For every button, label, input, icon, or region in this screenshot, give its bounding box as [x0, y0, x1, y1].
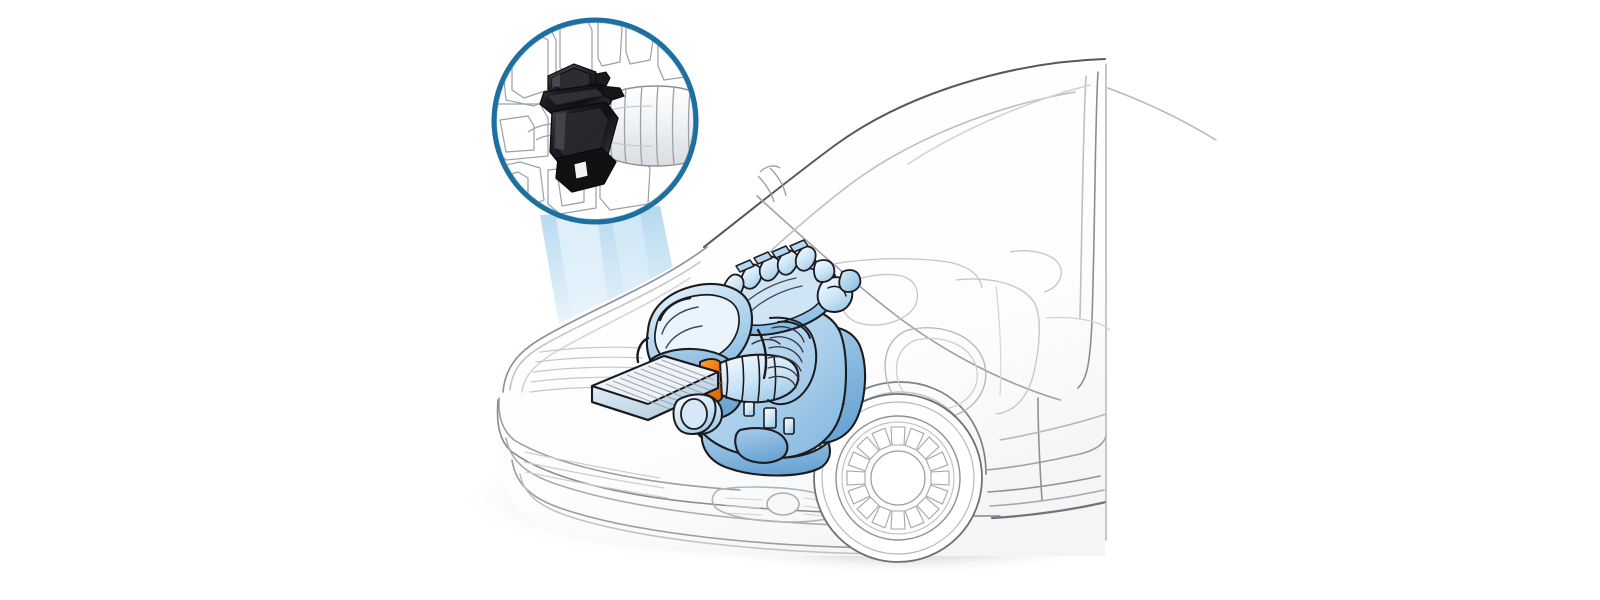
front-seat	[955, 278, 1040, 415]
wheel-spokes	[846, 426, 950, 530]
callout-ring	[491, 17, 699, 225]
body-char-line	[999, 413, 1107, 441]
a-pillar-inner	[1079, 75, 1087, 319]
callout-contents	[494, 20, 696, 222]
engine-sensors	[743, 401, 795, 435]
hose-ribs	[725, 354, 777, 402]
roof-inner-seam	[907, 84, 1091, 165]
door-seam	[1037, 397, 1043, 501]
rocker-shadow	[990, 500, 1108, 520]
a-pillar	[1077, 71, 1099, 389]
belt-ribs	[767, 326, 805, 389]
air-cleaner-box	[590, 354, 720, 422]
serpentine-belt	[767, 316, 818, 406]
hood-front-edge	[498, 397, 741, 491]
windshield	[751, 91, 1076, 269]
mass-air-flow-sensor-callout[interactable]	[490, 16, 710, 228]
airbox-fins	[605, 359, 717, 411]
hood-crease-1	[509, 261, 701, 391]
lower-grille	[523, 451, 669, 499]
manifold-seam	[661, 306, 703, 349]
roof-line	[703, 58, 1106, 248]
coil-connectors	[735, 239, 809, 273]
rocker-panel	[989, 489, 1105, 507]
side-window	[1107, 87, 1217, 141]
engine-mount-bracket	[734, 427, 789, 464]
hood	[502, 246, 708, 393]
wheel-hub	[870, 450, 926, 506]
headrest	[1009, 250, 1062, 293]
front-wheel	[813, 393, 983, 563]
hood-crease-2	[521, 277, 691, 393]
alternator	[816, 269, 862, 313]
seat-back-seam	[995, 285, 1002, 397]
engine-assembly	[636, 239, 867, 477]
center-console	[1045, 316, 1111, 331]
door-sill	[987, 475, 1101, 493]
wiper-arm	[757, 165, 787, 203]
dashboard	[811, 258, 983, 289]
fender-line	[985, 435, 1107, 471]
bumper-lower-2	[519, 473, 881, 555]
instrument-binnacle	[839, 273, 919, 326]
maf-sensor-body	[539, 63, 625, 193]
engine-harness	[636, 296, 768, 380]
callout-ring-inner-shade	[496, 22, 694, 220]
air-intake-duct	[672, 393, 717, 435]
oil-filler-cap	[813, 259, 836, 283]
fog-lamp	[711, 486, 841, 523]
